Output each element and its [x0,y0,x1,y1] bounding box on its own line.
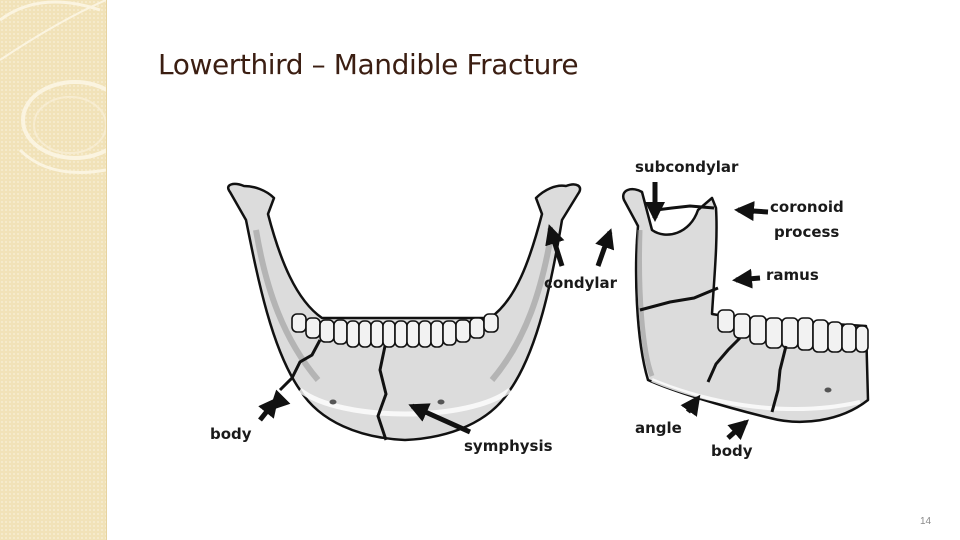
ramus-arrow [732,268,761,289]
body-front-arrow-line [258,396,279,422]
label-condylar: condylar [544,274,618,292]
decorative-side-band [0,0,107,540]
label-body-side: body [711,442,753,460]
label-ramus: ramus [766,266,819,284]
label-symphysis: symphysis [464,437,553,455]
label-angle: angle [635,419,682,437]
label-subcondylar: subcondylar [635,158,739,176]
label-coronoid: coronoid [770,198,844,216]
symphysis-arrow [408,403,472,435]
front-view-mandible [227,182,582,442]
pointer-arrows [258,182,769,441]
angle-arrow [680,394,701,417]
body-side-arrow [726,419,749,441]
side-teeth-row [717,309,869,353]
label-body-front: body [210,425,252,443]
decorative-swirl-graphic [0,0,106,174]
condylar-arrow-2 [595,228,615,267]
label-process: process [774,223,839,241]
mandible-illustration: body symphysis condylar subcondylar coro… [210,158,870,460]
mandible-fracture-diagram: body symphysis condylar subcondylar coro… [200,150,880,470]
slide-page-number: 14 [920,516,932,527]
slide-title: Lowerthird – Mandible Fracture [158,48,579,81]
coronoid-arrow [734,201,769,222]
side-view-mandible [621,188,870,423]
front-teeth-row [291,313,499,348]
condylar-arrow-1 [545,224,565,267]
